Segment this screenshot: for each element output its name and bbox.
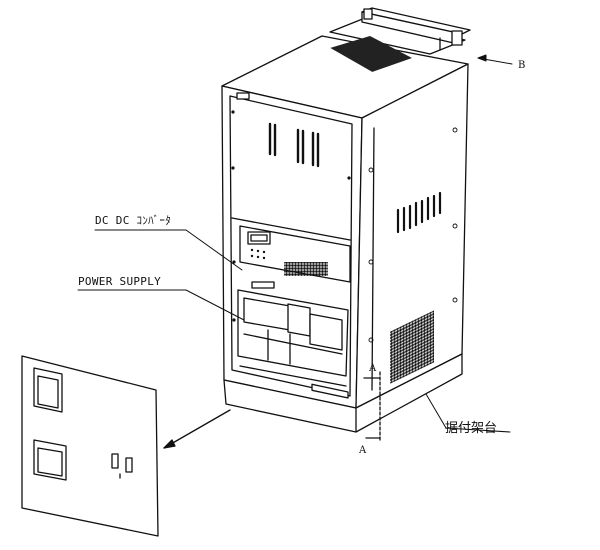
dc-dc-converter-label: DC DC ｺﾝﾊﾞｰﾀ <box>95 214 172 227</box>
front-screws <box>231 110 351 322</box>
section-a-top-label: A <box>369 363 377 374</box>
section-a-marker <box>363 371 381 443</box>
top-vent-grille <box>330 36 412 72</box>
mounting-base-label: 据付架台 <box>445 421 498 436</box>
top-mounting-rails <box>329 7 471 55</box>
mounting-base-frame <box>223 353 463 433</box>
removed-front-panel <box>21 355 159 537</box>
view-b-label: B <box>518 60 526 71</box>
front-vent-slots <box>268 122 320 168</box>
side-screws <box>368 127 458 343</box>
cabinet-side-face <box>355 63 469 409</box>
cabinet-front-face <box>221 85 363 409</box>
side-vent-slots <box>396 191 442 234</box>
callout-leaders <box>77 54 513 433</box>
power-supply-label: POWER SUPPLY <box>78 275 162 288</box>
panel-removal-arrow <box>163 409 231 449</box>
front-name-plate <box>236 92 250 100</box>
section-a-bottom-label: A <box>359 445 367 456</box>
converter-perforation <box>284 262 328 276</box>
